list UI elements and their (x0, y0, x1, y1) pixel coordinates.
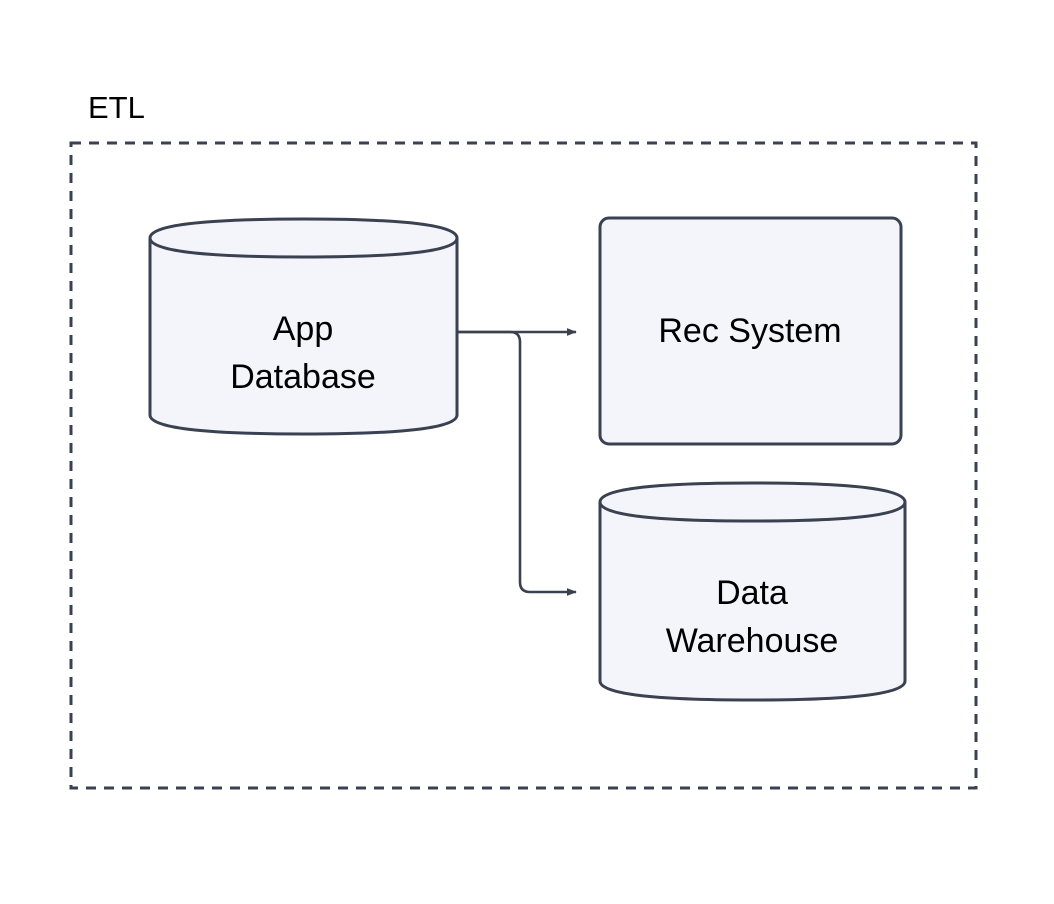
etl-group-label: ETL (88, 90, 145, 125)
edge-app-database-to-data-warehouse (457, 330, 577, 596)
app-database-label-line1: App (273, 310, 334, 348)
data-warehouse-top-ellipse (598, 501, 907, 523)
rec-system-body (598, 216, 903, 446)
data-warehouse-label-line1: Data (716, 574, 788, 612)
node-app-database[interactable]: App Database (148, 217, 459, 436)
app-database-body (148, 217, 459, 436)
node-rec-system[interactable]: Rec System (598, 216, 903, 446)
node-data-warehouse[interactable]: Data Warehouse (598, 481, 907, 702)
data-warehouse-label-line2: Warehouse (666, 622, 839, 660)
app-database-label-line2: Database (230, 358, 376, 396)
etl-group: ETL (69, 90, 978, 790)
data-warehouse-body (598, 481, 907, 702)
app-database-top-ellipse (148, 237, 459, 259)
etl-group-border (69, 141, 978, 790)
rec-system-label-line1: Rec System (658, 312, 841, 350)
edge-layer (457, 328, 577, 596)
